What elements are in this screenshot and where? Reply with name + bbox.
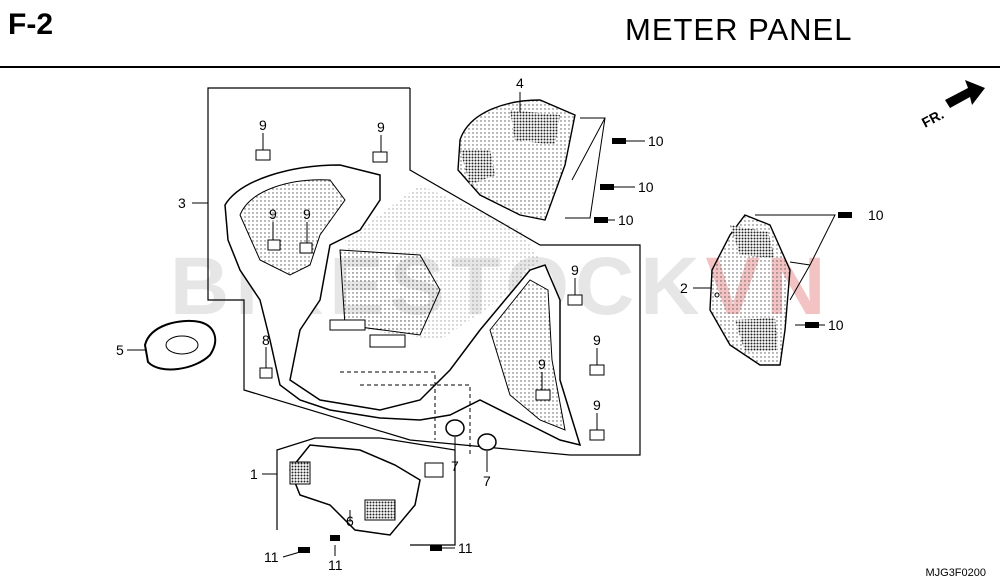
gasket-5 [143, 319, 217, 371]
diagram-title: METER PANEL [625, 12, 853, 47]
callout-8: 8 [262, 332, 270, 348]
callout-10a: 10 [648, 133, 664, 149]
callout-7a: 7 [451, 458, 459, 474]
callout-5: 5 [116, 342, 124, 358]
hidden-line-1 [340, 371, 436, 440]
callout-9c: 9 [269, 206, 277, 222]
side-cover-2-mesh-top [730, 225, 775, 258]
clip-9-c [267, 239, 281, 251]
screws-10 [594, 138, 852, 328]
meter-panel-left-pocket [239, 179, 346, 276]
callout-11b: 11 [328, 557, 343, 573]
leader-lines [127, 92, 836, 558]
callout-4: 4 [516, 75, 524, 91]
callout-11c: 11 [458, 540, 473, 556]
upper-cover-4-mesh-lower [460, 150, 495, 185]
clip-9-f [589, 364, 605, 376]
clip-9-d [299, 242, 313, 254]
callout-9b: 9 [377, 119, 385, 135]
side-cover-2-hole [714, 292, 720, 298]
clip-9-b [372, 151, 388, 163]
upper-cover-4-mesh [510, 110, 560, 145]
clip-8 [259, 367, 273, 379]
callout-10d: 10 [868, 207, 884, 223]
callout-11a: 11 [264, 549, 279, 565]
callout-1: 1 [250, 466, 258, 482]
assembly-bracket-1 [276, 437, 456, 546]
callout-10e: 10 [828, 317, 844, 333]
callout-9g: 9 [538, 356, 546, 372]
callout-9f: 9 [593, 332, 601, 348]
callout-10b: 10 [638, 179, 654, 195]
screws-11 [298, 535, 442, 553]
callout-10c: 10 [618, 212, 634, 228]
clip-9-g [535, 389, 551, 401]
side-cover-2-mesh-bottom [735, 318, 778, 352]
diagram-code: F-2 [8, 8, 53, 41]
callout-2: 2 [680, 280, 688, 296]
grommet-7-b [477, 433, 497, 451]
grommet-7-a [445, 419, 465, 437]
callout-9a: 9 [259, 117, 267, 133]
callout-6: 6 [346, 513, 354, 529]
callout-9e: 9 [571, 262, 579, 278]
panel-slot-left [329, 319, 366, 331]
clip-9-a [255, 149, 271, 161]
callout-3: 3 [178, 195, 186, 211]
callout-7b: 7 [483, 473, 491, 489]
header-rule [0, 66, 1000, 68]
hidden-line-2 [360, 384, 471, 455]
meter-panel-center-recess [339, 249, 441, 336]
panel-slot-right [369, 334, 406, 348]
clip-9-h [589, 429, 605, 441]
reference-code: MJG3F0200 [925, 567, 986, 579]
front-direction-label: FR. [919, 106, 946, 131]
front-direction-arrow: FR. [919, 80, 985, 131]
callout-9d: 9 [303, 206, 311, 222]
clip-9-e [567, 294, 583, 306]
switch-assembly-1 [289, 444, 444, 536]
callout-9h: 9 [593, 397, 601, 413]
